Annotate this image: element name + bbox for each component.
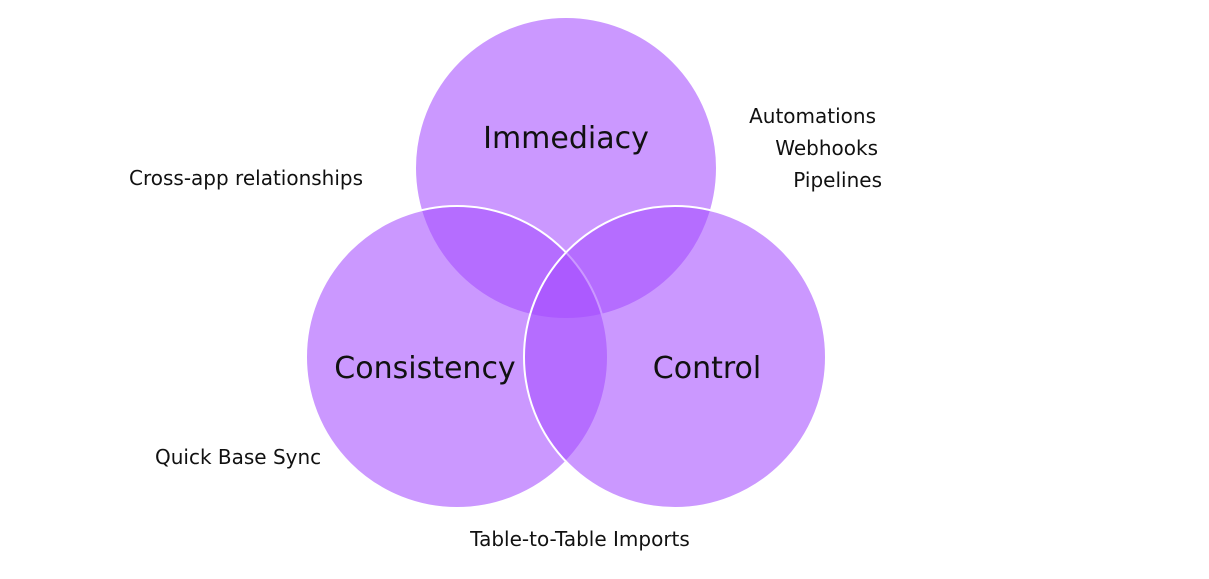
consistency-label: Consistency [334, 351, 515, 386]
annotation-pipelines: Pipelines [793, 168, 882, 192]
annotation-table-to-table-imports: Table-to-Table Imports [469, 527, 690, 551]
annotation-quick-base-sync: Quick Base Sync [155, 445, 321, 469]
annotation-automations: Automations [749, 104, 876, 128]
annotation-cross-app-relationships: Cross-app relationships [129, 166, 363, 190]
control-label: Control [653, 351, 761, 386]
immediacy-label: Immediacy [483, 121, 649, 156]
annotation-webhooks: Webhooks [775, 136, 878, 160]
control-circle [523, 205, 827, 509]
